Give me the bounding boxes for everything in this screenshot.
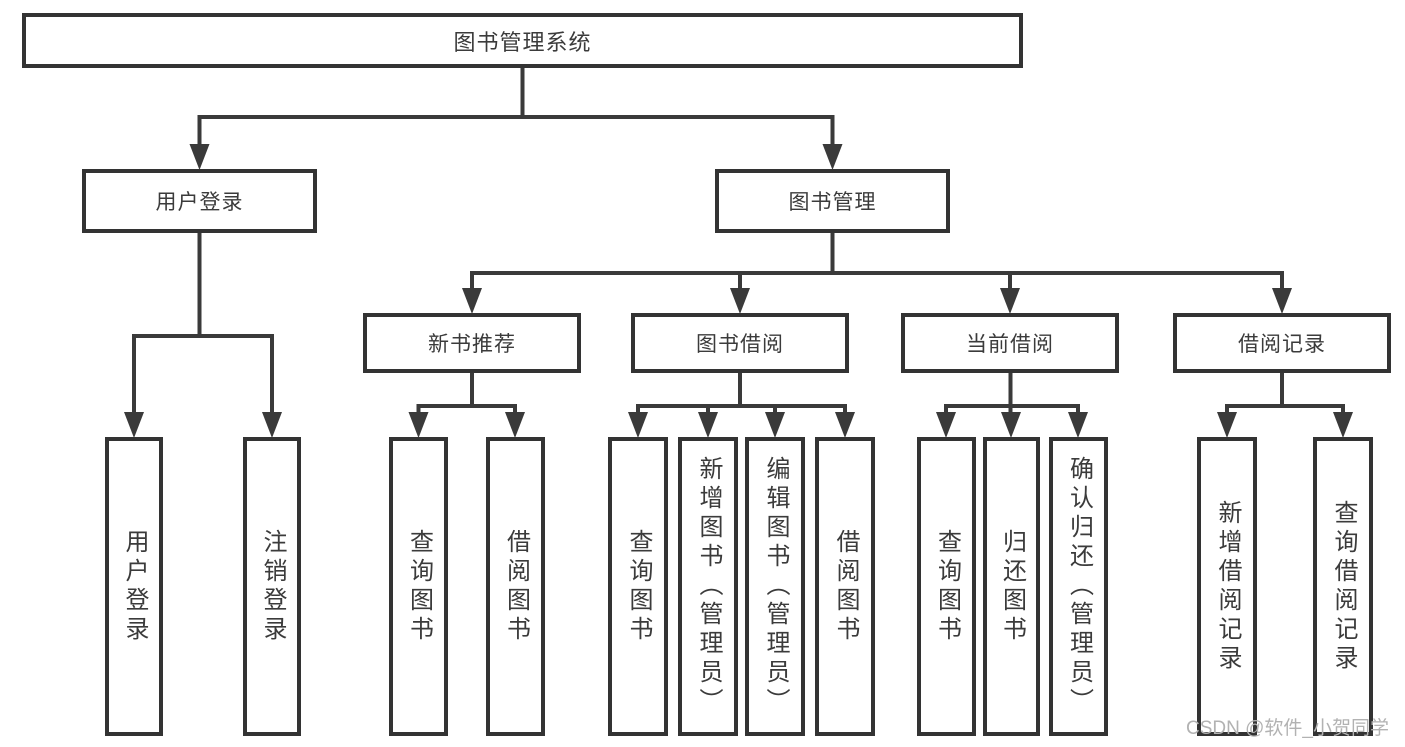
- node-new-books: 新书推荐: [363, 313, 581, 373]
- leaf-borrow-borrow-label: 借阅图书: [832, 528, 859, 645]
- node-book-borrow: 图书借阅: [631, 313, 849, 373]
- leaf-records-add: 新增借阅记录: [1197, 437, 1257, 736]
- leaf-logout: 注销登录: [243, 437, 301, 736]
- arrowhead: [505, 412, 525, 438]
- leaf-borrow-edit-label: 编辑图书（管理员）: [762, 456, 789, 717]
- leaf-borrow-query-label: 查询图书: [625, 528, 652, 645]
- arrowhead: [698, 412, 718, 438]
- leaf-newbooks-query-label: 查询图书: [405, 528, 433, 645]
- arrowhead: [462, 288, 482, 314]
- leaf-current-confirm: 确认归还（管理员）: [1049, 437, 1108, 736]
- leaf-current-query: 查询图书: [917, 437, 976, 736]
- connector-bookmgmt-to-level3: [470, 231, 1284, 289]
- arrowhead: [936, 412, 956, 438]
- leaf-current-confirm-label: 确认归还（管理员）: [1065, 456, 1093, 717]
- arrowhead: [124, 412, 144, 438]
- leaf-borrow-borrow: 借阅图书: [815, 437, 875, 736]
- leaf-borrow-query: 查询图书: [608, 437, 668, 736]
- arrowhead: [628, 412, 648, 438]
- leaf-current-return-label: 归还图书: [998, 528, 1026, 645]
- arrowhead: [408, 412, 429, 438]
- connector-currentborrow-to-leaves: [944, 371, 1080, 412]
- connector-records-to-leaves: [1225, 371, 1345, 412]
- leaf-borrow-add: 新增图书（管理员）: [678, 437, 738, 736]
- arrowhead: [1217, 412, 1237, 438]
- node-borrow-records: 借阅记录: [1173, 313, 1391, 373]
- node-borrow-records-label: 借阅记录: [1238, 333, 1326, 356]
- leaf-logout-label: 注销登录: [259, 528, 286, 645]
- node-book-borrow-label: 图书借阅: [696, 333, 784, 356]
- leaf-current-query-label: 查询图书: [933, 528, 961, 645]
- leaf-user-login: 用户登录: [105, 437, 163, 736]
- arrowhead: [1068, 412, 1088, 438]
- csdn-watermark: CSDN @软件_小贺同学: [1186, 718, 1389, 739]
- node-book-management: 图书管理: [715, 169, 950, 233]
- node-root: 图书管理系统: [22, 13, 1023, 68]
- leaf-newbooks-borrow-label: 借阅图书: [502, 528, 530, 645]
- connector-userlogin-to-leaves: [132, 231, 274, 412]
- node-user-login-label: 用户登录: [155, 191, 244, 214]
- leaf-current-return: 归还图书: [983, 437, 1040, 736]
- connector-root-to-level2: [197, 66, 835, 144]
- arrowhead: [1272, 288, 1292, 314]
- leaf-borrow-edit: 编辑图书（管理员）: [745, 437, 805, 736]
- leaf-user-login-label: 用户登录: [121, 528, 148, 645]
- arrowhead: [1001, 412, 1021, 438]
- node-book-management-label: 图书管理: [788, 191, 877, 214]
- leaf-newbooks-borrow: 借阅图书: [486, 437, 545, 736]
- arrowhead: [189, 144, 210, 170]
- arrowhead: [835, 412, 855, 438]
- node-current-borrow-label: 当前借阅: [966, 333, 1054, 356]
- arrowhead: [1333, 412, 1353, 438]
- leaf-records-query-label: 查询借阅记录: [1330, 499, 1357, 674]
- arrowhead: [262, 412, 282, 438]
- leaf-newbooks-query: 查询图书: [389, 437, 448, 736]
- leaf-borrow-add-label: 新增图书（管理员）: [695, 456, 722, 717]
- leaf-records-query: 查询借阅记录: [1313, 437, 1373, 736]
- arrowhead: [730, 288, 750, 314]
- arrowhead: [1000, 288, 1020, 314]
- leaf-records-add-label: 新增借阅记录: [1214, 499, 1241, 674]
- connector-bookborrow-to-leaves: [636, 371, 847, 412]
- arrowhead: [765, 412, 785, 438]
- node-new-books-label: 新书推荐: [428, 333, 516, 356]
- node-user-login: 用户登录: [82, 169, 317, 233]
- arrowhead: [822, 144, 843, 170]
- node-current-borrow: 当前借阅: [901, 313, 1119, 373]
- node-root-label: 图书管理系统: [453, 29, 592, 55]
- connector-newbooks-to-leaves: [416, 371, 517, 412]
